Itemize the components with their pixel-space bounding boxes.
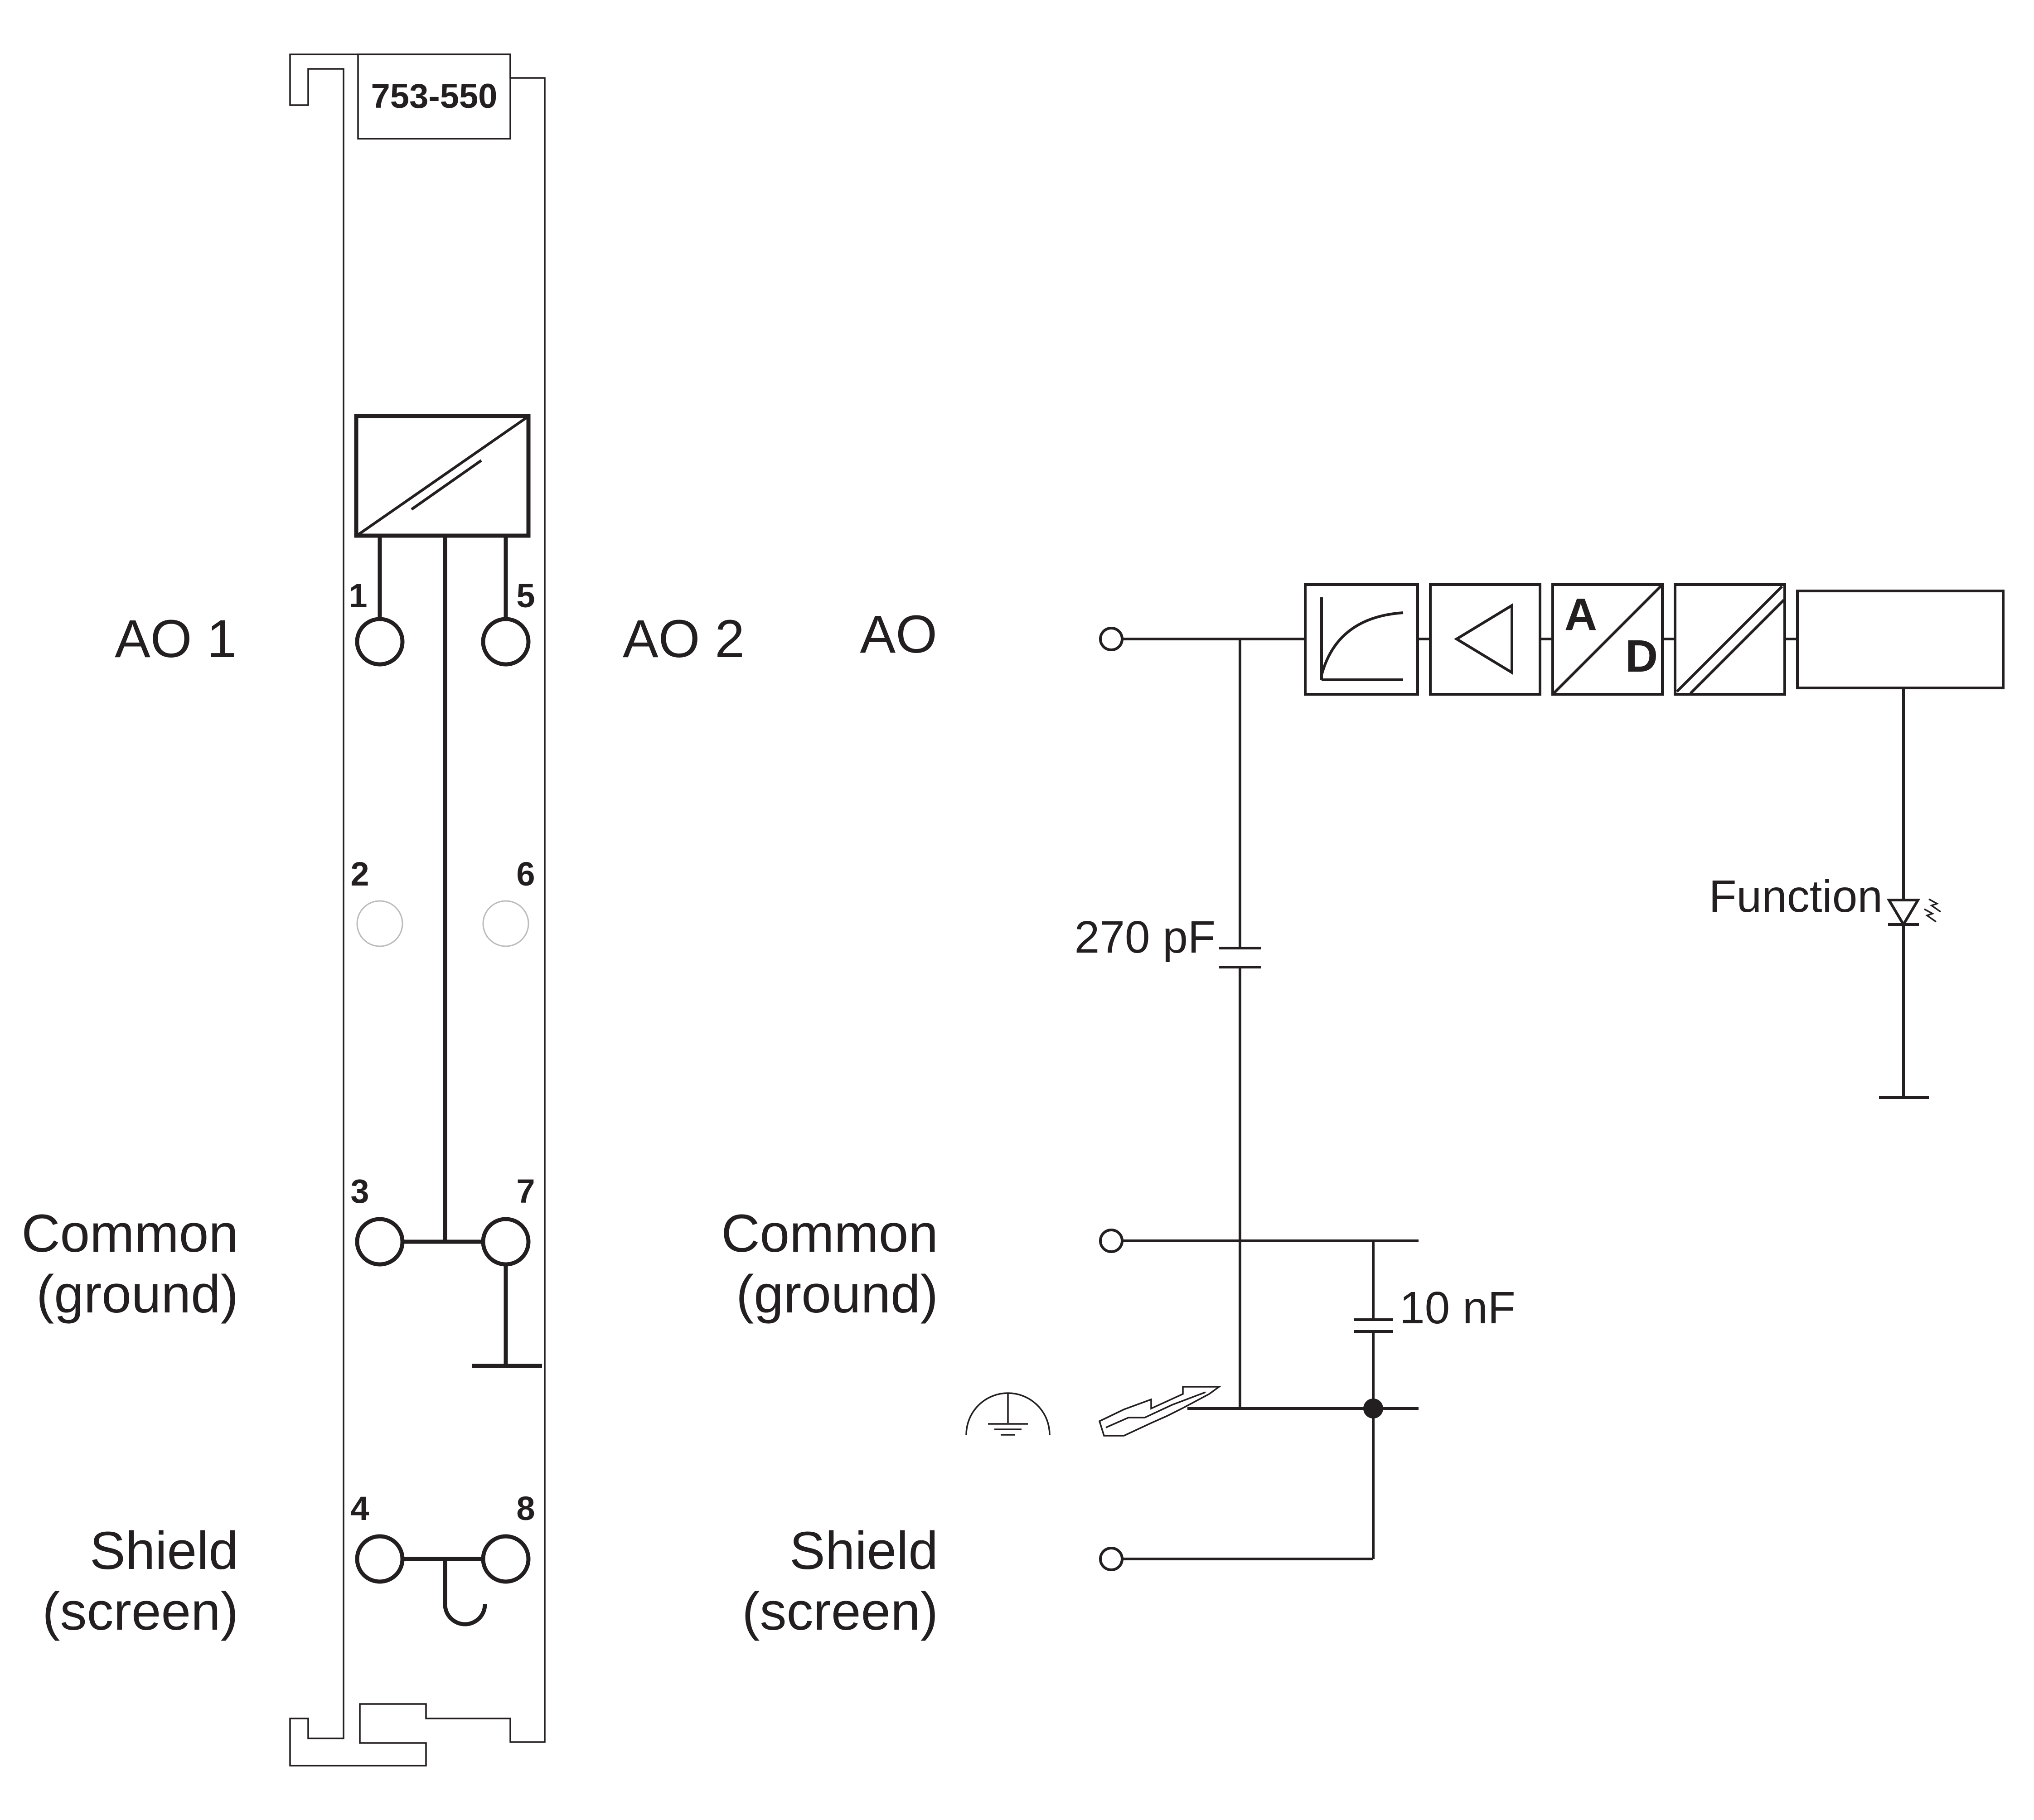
pin-number-3: 3 (350, 1172, 369, 1210)
terminals (355, 617, 531, 1584)
pin-number-1: 1 (349, 577, 367, 615)
pin-numbers: 1 5 2 6 3 7 4 8 (349, 577, 535, 1527)
circuit-labels: AO Common (ground) Shield (screen) 270 p… (721, 605, 1883, 1641)
label-screen-left: (screen) (42, 1582, 238, 1641)
circuit-wiring (1122, 638, 1929, 1560)
pin-number-5: 5 (516, 577, 535, 615)
terminal-1[interactable] (355, 617, 405, 667)
circuit-terminal-shield[interactable] (1099, 1547, 1124, 1571)
adc-label-a: A (1564, 589, 1597, 640)
label-common-left: Common (21, 1204, 238, 1263)
label-ground-right: (ground) (736, 1264, 938, 1324)
din-rail-icon (1098, 1386, 1222, 1437)
pin-number-4: 4 (350, 1490, 369, 1527)
capacitor-270pf (1219, 947, 1261, 968)
terminal-7[interactable] (481, 1217, 531, 1267)
label-ao1: AO 1 (115, 609, 237, 669)
terminal-2[interactable] (356, 900, 403, 947)
label-shield-right: Shield (789, 1521, 938, 1581)
converter-block (354, 414, 531, 538)
terminal-3[interactable] (355, 1217, 405, 1267)
terminal-8[interactable] (481, 1534, 531, 1584)
module-housing: 753-550 (289, 53, 546, 1767)
logic-block (1796, 590, 2005, 689)
label-ao2: AO 2 (623, 609, 745, 669)
part-number: 753-550 (371, 77, 498, 116)
label-cap-10nf: 10 nF (1400, 1283, 1516, 1333)
label-cap-270pf: 270 pF (1075, 912, 1216, 963)
part-number-box (357, 53, 511, 140)
terminal-5[interactable] (481, 617, 531, 667)
adc-block: A D (1551, 583, 1664, 696)
circuit-terminal-ao[interactable] (1099, 627, 1124, 651)
led-icon (1886, 898, 1942, 927)
pin-number-6: 6 (516, 855, 535, 893)
module-labels: AO 1 AO 2 Common (ground) Shield (screen… (21, 609, 745, 1641)
isolation-block (1674, 583, 1786, 696)
circuit-terminal-common[interactable] (1099, 1229, 1124, 1253)
circuit-terminals (1099, 627, 1124, 1571)
label-ao: AO (860, 605, 938, 664)
label-screen-right: (screen) (742, 1582, 938, 1641)
module-internal-wiring (378, 536, 542, 1626)
label-shield-left: Shield (90, 1521, 238, 1581)
label-ground-left: (ground) (36, 1264, 238, 1324)
pin-number-2: 2 (350, 855, 369, 893)
terminal-4[interactable] (355, 1534, 405, 1584)
amplifier-block (1429, 583, 1541, 696)
earth-ground-icon (965, 1392, 1051, 1436)
junction-dot (1363, 1399, 1383, 1418)
adc-label-d: D (1625, 631, 1658, 682)
pin-number-8: 8 (516, 1490, 535, 1527)
capacitor-10nf (1354, 1318, 1393, 1333)
terminal-6[interactable] (482, 900, 529, 947)
filter-block (1304, 583, 1419, 696)
pin-number-7: 7 (516, 1172, 535, 1210)
label-common-right: Common (721, 1204, 938, 1263)
label-function: Function (1709, 871, 1883, 922)
